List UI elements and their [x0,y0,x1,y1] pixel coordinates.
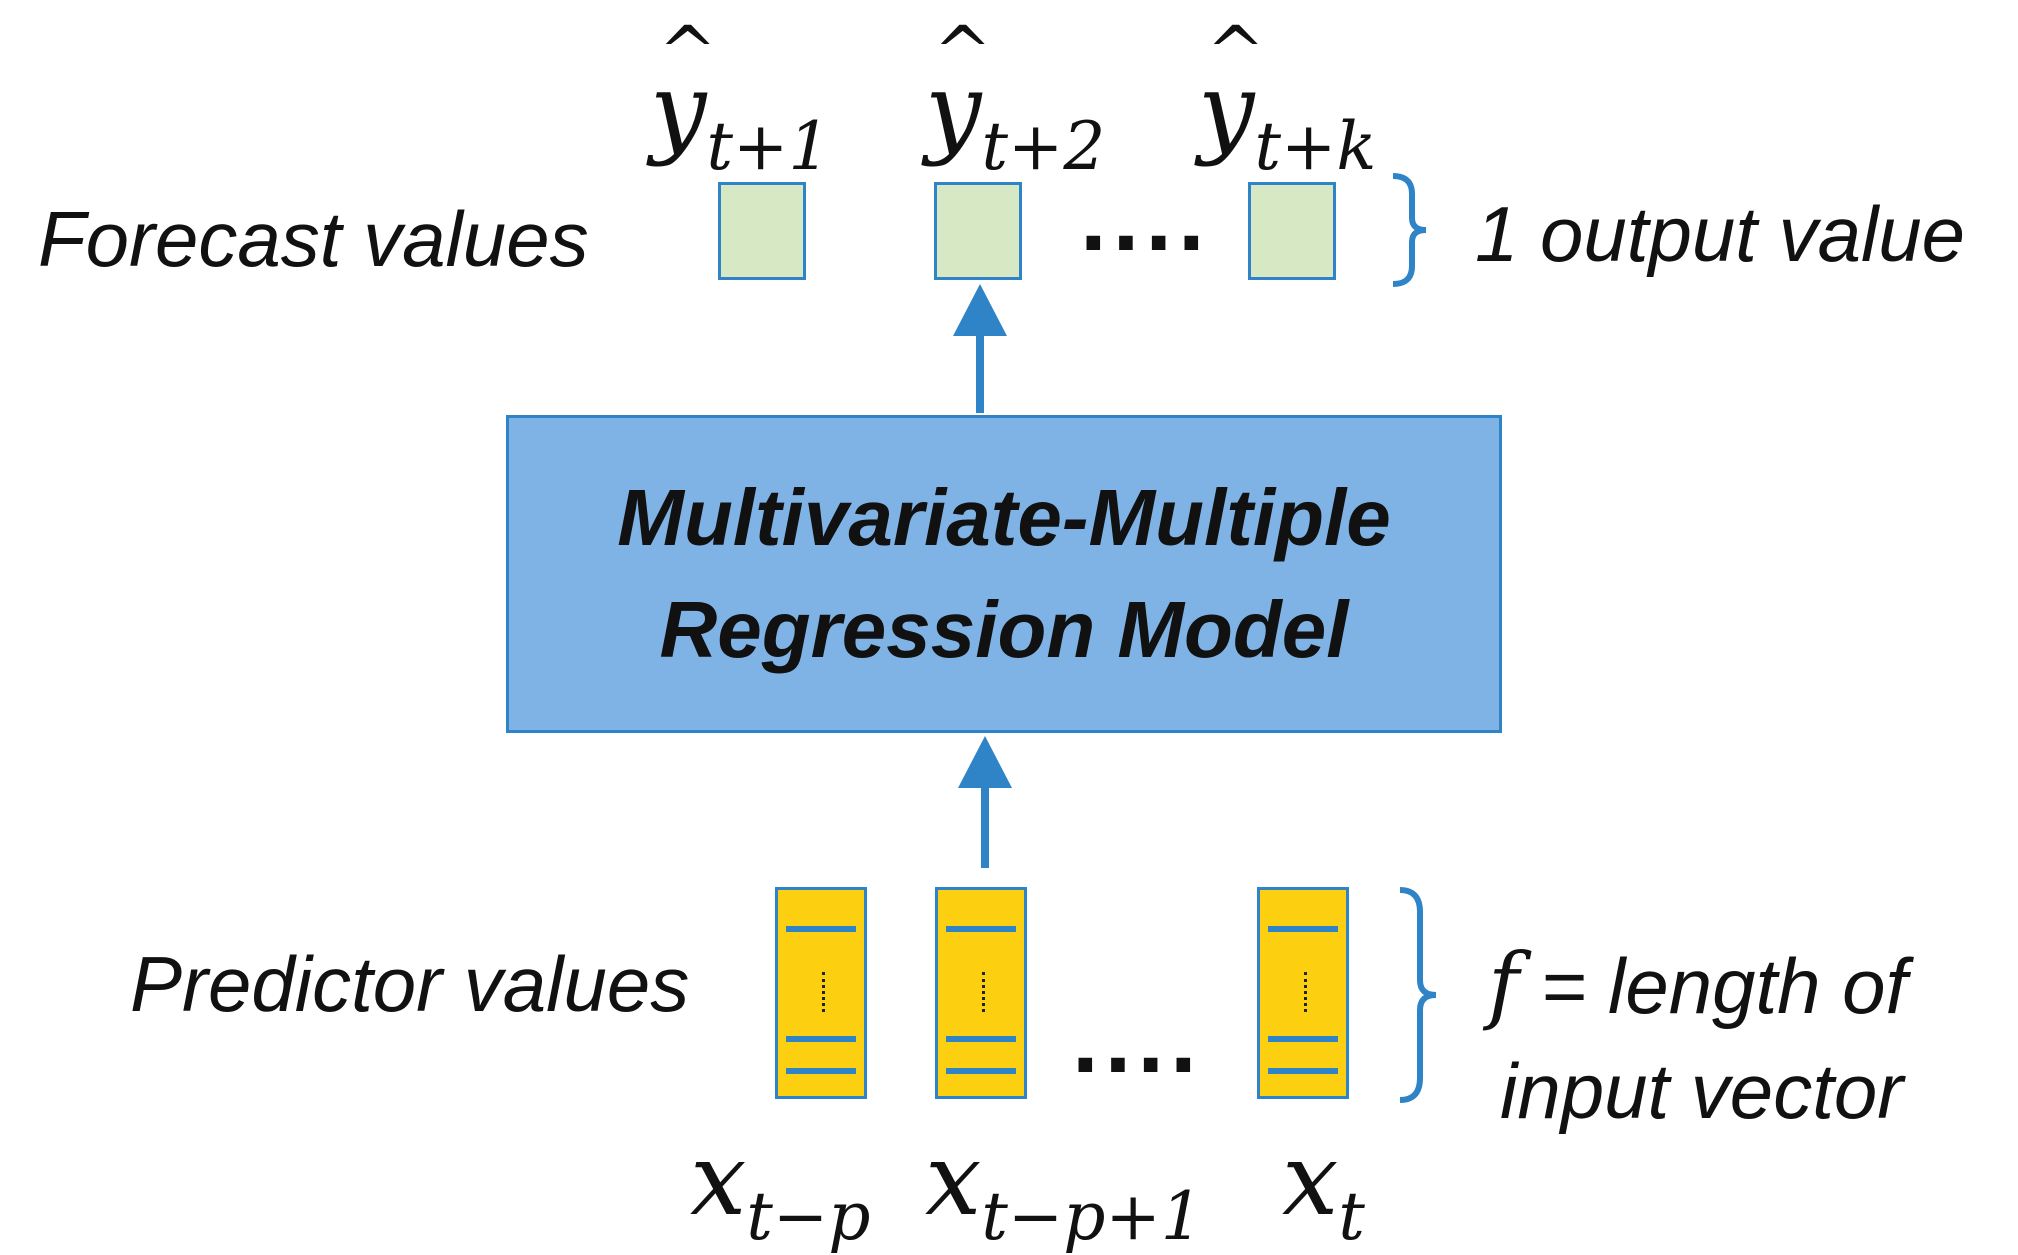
input-vector-line [946,1036,1016,1042]
input-vector-line [786,926,856,932]
hat-caret: ^ [933,10,993,93]
vertical-ellipsis-icon [822,972,825,1012]
output-brace-icon [1392,173,1427,287]
f-symbol: f [1488,935,1520,1033]
forecast-values-label: Forecast values [38,195,589,283]
input-vector-line [946,1068,1016,1074]
output-label-k: ^yt+k [1198,10,1377,186]
regression-model-box: Multivariate-Multiple Regression Model [506,415,1502,733]
output-ellipsis: .... [1080,164,1211,271]
output-box-k [1248,182,1336,280]
output-box-2 [934,182,1022,280]
f-length-label-line1: f = length of [1488,935,1908,1033]
input-vector-1 [775,887,867,1099]
hat-caret: ^ [658,10,718,93]
arrow-to-model-icon [958,736,1012,868]
f-length-label-line2: input vector [1500,1047,1904,1135]
model-title-line1: Multivariate-Multiple [617,473,1391,562]
input-vector-line [786,1036,856,1042]
hat-y-2: ^y [925,10,993,168]
input-vector-2 [935,887,1027,1099]
input-vector-line [1268,926,1338,932]
model-title-line2: Regression Model [659,585,1349,674]
vertical-ellipsis-icon [982,972,985,1012]
hat-y-k: ^y [1198,10,1266,168]
input-vector-line [786,1068,856,1074]
input-vector-t [1257,887,1349,1099]
output-box-1 [718,182,806,280]
vertical-ellipsis-icon [1304,972,1307,1012]
arrow-to-output-icon [953,284,1007,413]
input-brace-icon [1399,887,1437,1103]
predictor-values-label: Predictor values [130,940,690,1028]
output-label-1: ^yt+1 [650,10,831,186]
input-ellipsis: .... [1072,986,1203,1093]
output-label-2: ^yt+2 [925,10,1106,186]
input-vector-line [946,926,1016,932]
input-vector-line [1268,1068,1338,1074]
input-vector-line [1268,1036,1338,1042]
one-output-value-label: 1 output value [1475,190,1966,278]
hat-caret: ^ [1206,10,1266,93]
hat-y-1: ^y [650,10,718,168]
